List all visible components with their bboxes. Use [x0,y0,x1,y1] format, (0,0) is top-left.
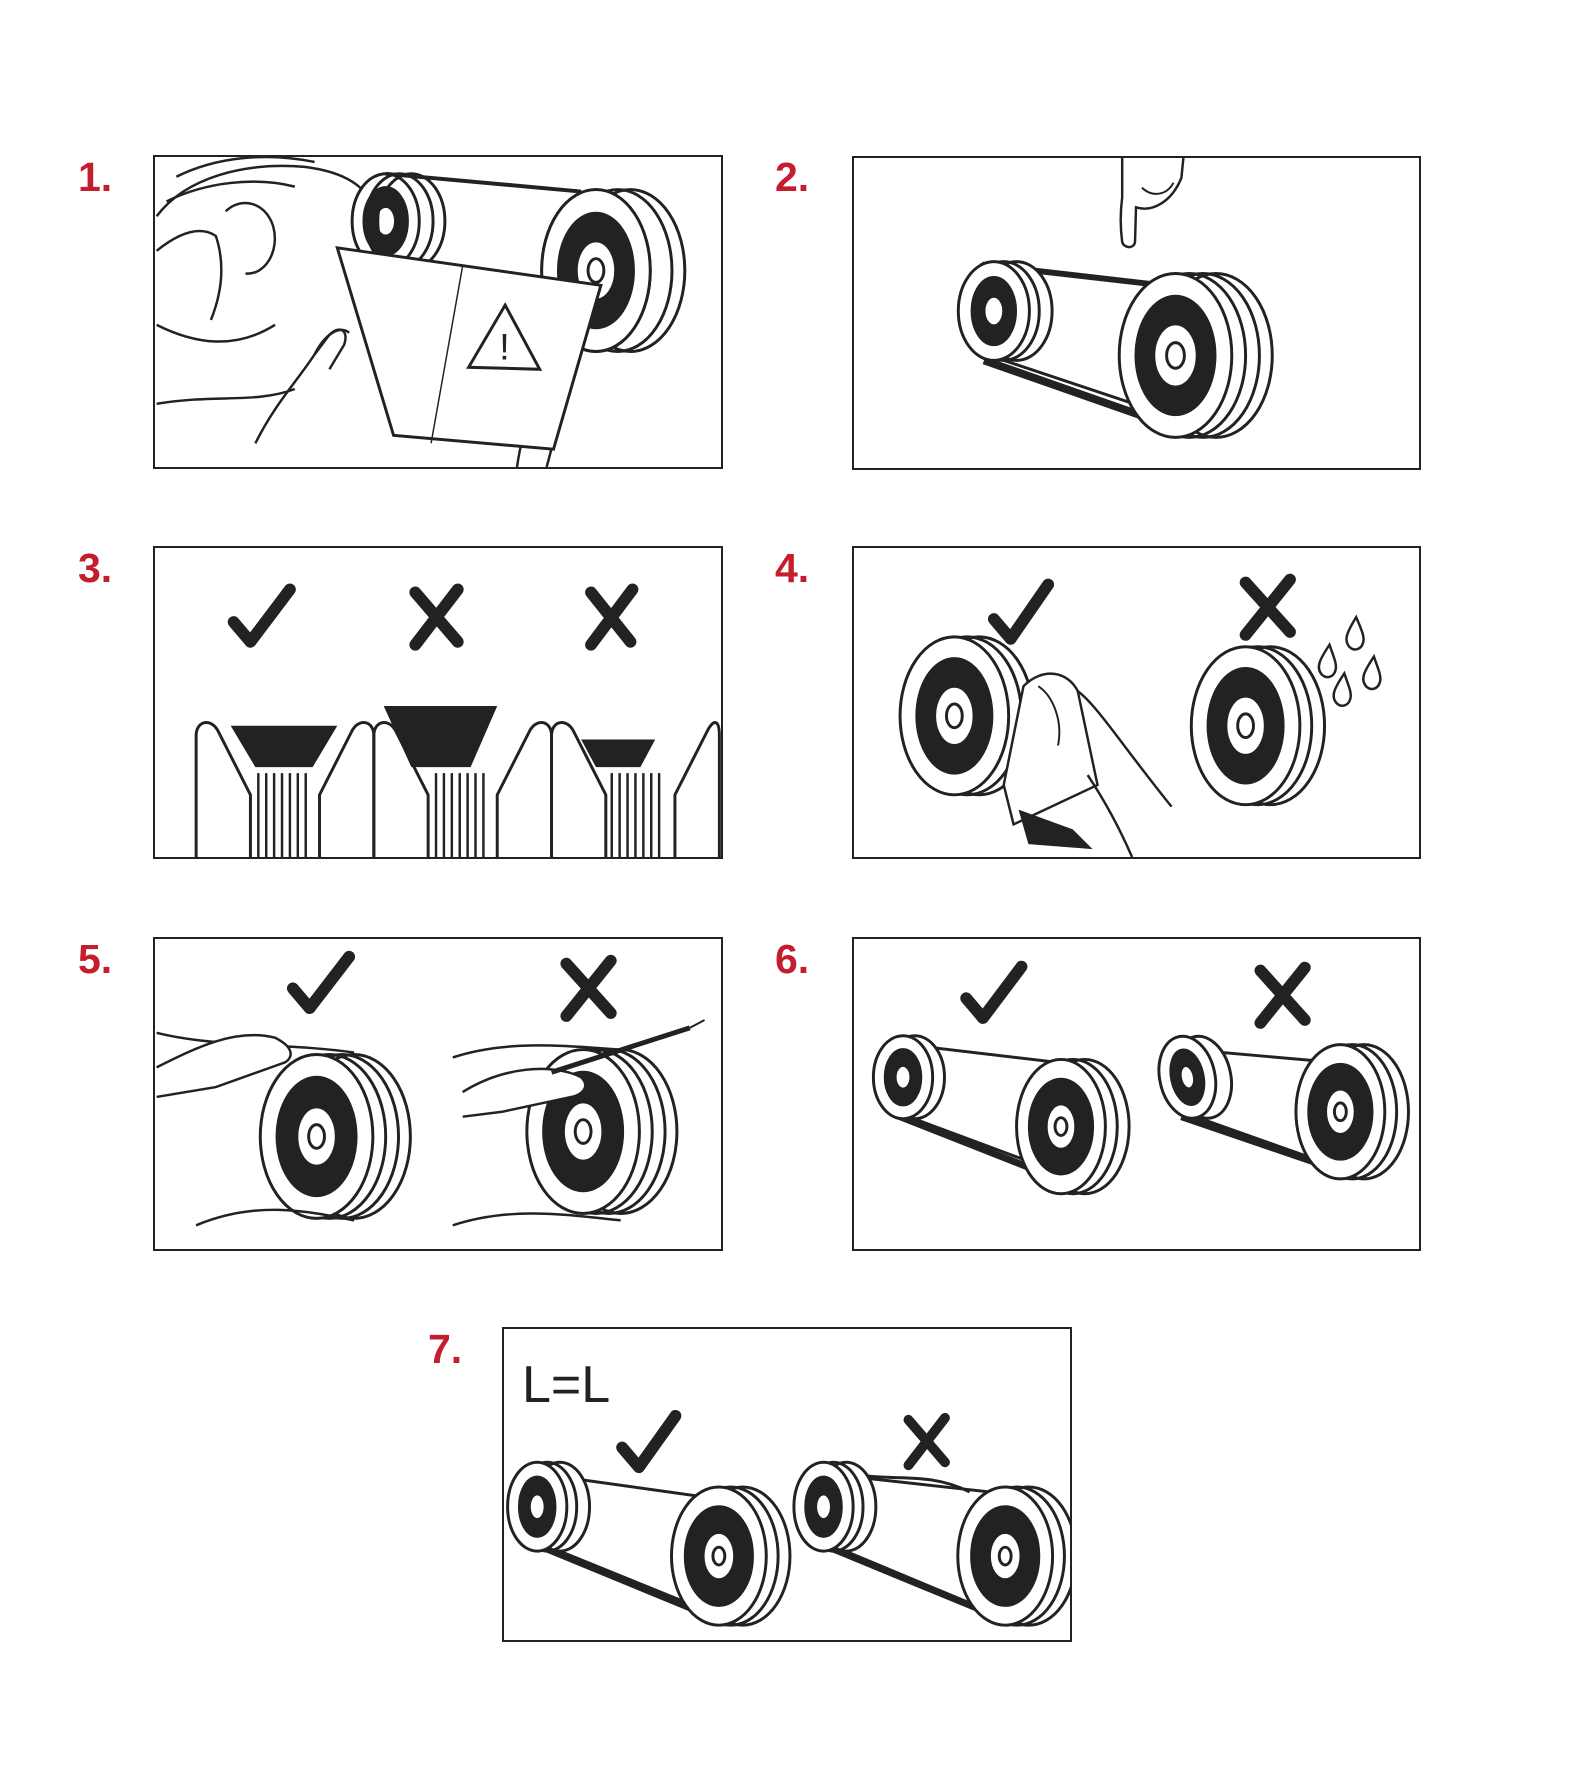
step-3-panel [153,546,723,859]
matched-length-icon [506,1409,1070,1627]
step-5-number: 5. [78,936,113,982]
step-2-number: 2. [775,154,810,200]
step-6-number: 6. [775,936,810,982]
check-icon [286,950,356,1015]
step-4-number: 4. [775,545,810,591]
drop-icon [1317,614,1382,707]
step-5-panel [153,937,723,1251]
cross-icon [903,1412,950,1471]
step-1-number: 1. [78,154,113,200]
step-4-panel [852,546,1421,859]
manual-warning-icon: ! [155,157,687,467]
belt-profile-fit-icon [194,583,721,857]
step-3-number: 3. [78,545,113,591]
cross-icon [409,583,464,651]
step-6-panel [852,937,1421,1251]
step-7-panel: L=L [502,1327,1072,1642]
belt-press-icon [956,158,1274,439]
cross-icon [560,954,617,1022]
cross-icon [1239,573,1296,641]
check-icon [616,1409,682,1474]
length-equal-label: L=L [522,1356,611,1414]
cross-icon [585,583,639,651]
belt-mounting-icon [156,950,706,1227]
step-2-panel [852,156,1421,470]
check-icon [987,578,1055,645]
pulley-alignment-icon [871,960,1410,1196]
check-icon [960,960,1028,1024]
svg-text:!: ! [499,325,509,367]
cross-icon [1254,961,1311,1029]
step-1-panel: ! [153,155,723,469]
check-icon [227,583,296,648]
step-7-number: 7. [428,1326,463,1372]
pulley-cleaning-icon [898,573,1382,857]
